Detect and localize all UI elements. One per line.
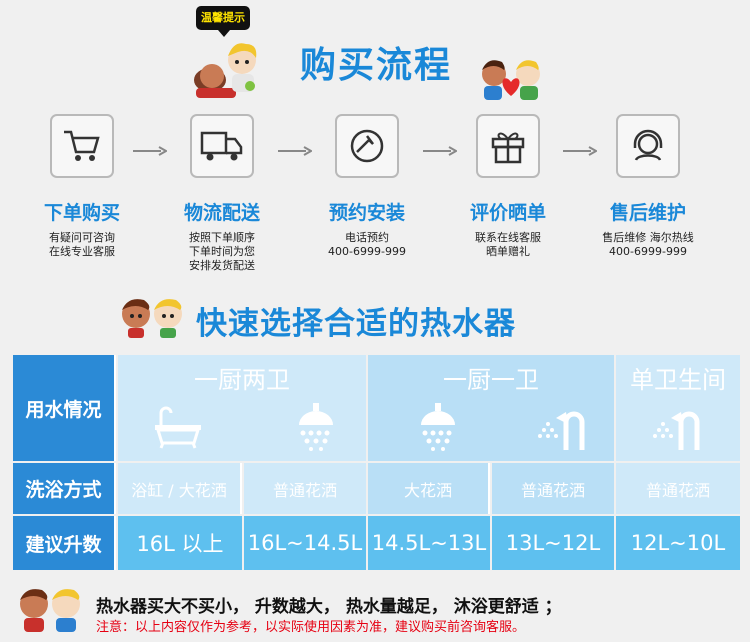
step-delivery: 物流配送 按照下单顺序下单时间为您安排发货配送 <box>152 114 292 273</box>
headset-icon <box>616 114 680 178</box>
section-title: 快速选择合适的热水器 <box>196 306 516 342</box>
step-label: 评价晒单 <box>469 202 546 224</box>
step-label: 预约安装 <box>328 202 405 224</box>
footer-tip: 热水器买大不买小， 升数越大， 热水量越足， 沐浴更舒适 ； <box>96 597 562 617</box>
truck-icon <box>190 114 254 178</box>
volume-cell: 13L~12L <box>492 516 614 570</box>
step-desc: 有疑问可咨询在线专业客服 <box>49 231 115 258</box>
cart-icon <box>50 114 114 178</box>
method-cell: 普通花洒 <box>492 463 614 514</box>
cartoon-kids-heart-icon <box>482 60 540 100</box>
row-header-volume: 建议升数 <box>13 516 116 570</box>
page-title: 购买流程 <box>300 45 453 86</box>
wrench-icon <box>335 114 399 178</box>
step-desc: 按照下单顺序下单时间为您安排发货配送 <box>189 231 255 272</box>
handheld-shower-icon <box>528 399 598 455</box>
method-cell: 浴缸 / 大花洒 <box>118 463 242 514</box>
arrow-icon <box>423 146 457 156</box>
step-label: 售后维护 <box>609 202 686 224</box>
step-label: 下单购买 <box>43 202 120 224</box>
group-title: 单卫生间 <box>630 365 726 394</box>
heater-selection-table: 用水情况 洗浴方式 建议升数 一厨两卫 一厨一卫 单卫生间 浴缸 / 大花洒 普… <box>13 355 740 570</box>
arrow-icon <box>563 146 597 156</box>
method-cell: 普通花洒 <box>616 463 740 514</box>
step-desc: 联系在线客服晒单赠礼 <box>475 231 541 258</box>
arrow-icon <box>278 146 312 156</box>
arrow-icon <box>133 146 167 156</box>
bathtub-icon <box>143 399 213 455</box>
group-bg <box>616 355 740 461</box>
volume-cell: 16L~14.5L <box>244 516 366 570</box>
cartoon-kids-icon <box>194 43 257 98</box>
volume-cell: 14.5L~13L <box>368 516 490 570</box>
purchase-steps: 下单购买 有疑问可咨询在线专业客服 物流配送 按照下单顺序下单时间为您安排发货配… <box>0 110 750 280</box>
group-title: 一厨一卫 <box>443 365 539 394</box>
row-header-usage: 用水情况 <box>13 355 116 461</box>
step-order: 下单购买 有疑问可咨询在线专业客服 <box>12 114 152 259</box>
volume-cell: 16L 以上 <box>118 516 242 570</box>
shower-icon <box>403 399 473 455</box>
step-review: 评价晒单 联系在线客服晒单赠礼 <box>438 114 578 259</box>
tip-badge: 温馨提示 <box>196 6 250 37</box>
step-label: 物流配送 <box>183 202 260 224</box>
row-header-method: 洗浴方式 <box>13 463 116 514</box>
cartoon-kids-icon <box>20 589 80 632</box>
gift-icon <box>476 114 540 178</box>
method-cell: 普通花洒 <box>244 463 366 514</box>
volume-cell: 12L~10L <box>616 516 740 570</box>
group-bg <box>368 355 614 461</box>
handheld-shower-icon <box>643 399 713 455</box>
method-cell: 大花洒 <box>368 463 490 514</box>
group-title: 一厨两卫 <box>194 365 290 394</box>
footer-note: 注意：以上内容仅作为参考，以实际使用因素为准，建议购买前咨询客服。 <box>96 620 526 635</box>
shower-icon <box>281 399 351 455</box>
cartoon-kids-icon <box>122 299 182 338</box>
